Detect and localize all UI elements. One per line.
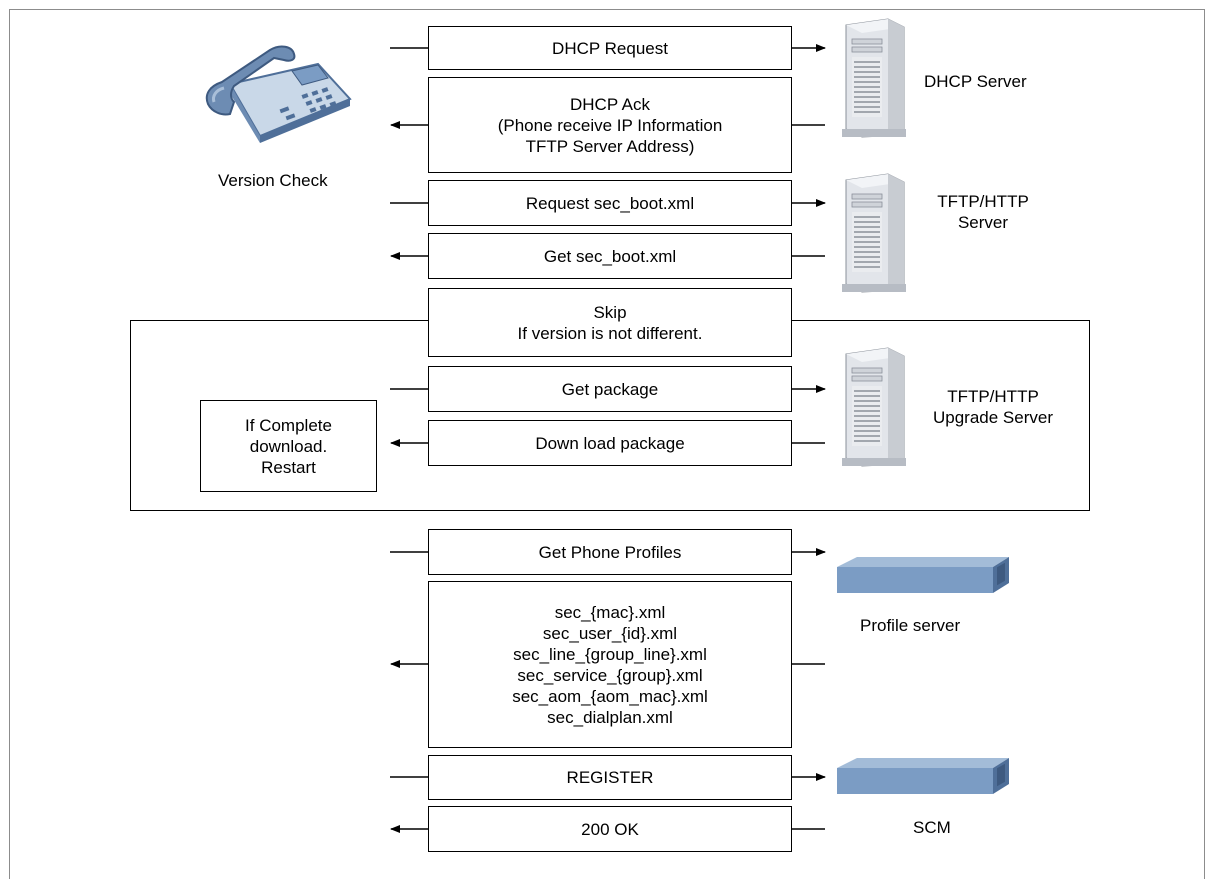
message-line: Skip <box>593 302 627 322</box>
message-line: sec_aom_{aom_mac}.xml <box>512 686 708 706</box>
upgrade-server-label-line: Upgrade Server <box>932 408 1053 427</box>
message-line: sec_line_{group_line}.xml <box>513 644 707 664</box>
message-get-phone-profiles: Get Phone Profiles <box>428 529 792 575</box>
profile-server-label: Profile server <box>860 616 961 635</box>
message-line: Get Phone Profiles <box>538 542 682 562</box>
message-line: Down load package <box>535 433 685 453</box>
message-register: REGISTER <box>428 755 792 800</box>
tower-server-icon <box>842 173 906 293</box>
tower-server-icon <box>842 347 906 467</box>
message-line: REGISTER <box>566 768 654 787</box>
message-line: TFTP Server Address) <box>525 136 695 156</box>
message-line: If version is not different. <box>517 323 703 343</box>
message-get-package: Get package <box>428 366 792 412</box>
desk-phone-icon <box>205 45 352 143</box>
message-request-sec-boot: Request sec_boot.xml <box>428 180 792 226</box>
message-line: sec_user_{id}.xml <box>542 623 678 643</box>
upgrade-server-label: TFTP/HTTP Upgrade Server <box>918 386 1068 428</box>
message-line: DHCP Request <box>552 38 668 58</box>
tftp-server-label-line: Server <box>957 213 1009 232</box>
diagram-frame <box>9 9 1205 879</box>
tower-server-icon <box>842 18 906 138</box>
note-line: Restart <box>261 457 316 477</box>
note-line: download. <box>249 436 328 456</box>
message-line: sec_service_{group}.xml <box>517 665 703 685</box>
message-line: sec_dialplan.xml <box>547 707 673 727</box>
message-line: sec_{mac}.xml <box>554 602 666 622</box>
message-line: DHCP Ack <box>570 94 650 114</box>
scm-label: SCM <box>913 818 951 837</box>
dhcp-server-label: DHCP Server <box>924 72 1027 91</box>
rack-server-icon <box>837 758 1009 794</box>
message-dhcp-ack: DHCP Ack (Phone receive IP Information T… <box>428 77 792 173</box>
message-get-sec-boot: Get sec_boot.xml <box>428 233 792 279</box>
restart-note: If Complete download. Restart <box>200 400 377 492</box>
upgrade-server-label-line: TFTP/HTTP <box>947 387 1039 406</box>
tftp-server-label-line: TFTP/HTTP <box>937 192 1029 211</box>
message-dhcp-request: DHCP Request <box>428 26 792 70</box>
message-download-package: Down load package <box>428 420 792 466</box>
tftp-server-label: TFTP/HTTP Server <box>928 191 1038 233</box>
message-200-ok: 200 OK <box>428 806 792 852</box>
message-line: (Phone receive IP Information <box>497 115 723 135</box>
message-profile-files: sec_{mac}.xml sec_user_{id}.xml sec_line… <box>428 581 792 748</box>
rack-server-icon <box>837 557 1009 593</box>
phone-label: Version Check <box>218 171 328 190</box>
message-line: Get package <box>561 379 659 399</box>
message-line: Get sec_boot.xml <box>543 246 677 266</box>
message-line: 200 OK <box>581 819 639 839</box>
message-line: Request sec_boot.xml <box>525 193 695 213</box>
note-line: If Complete <box>245 415 332 435</box>
message-skip: Skip If version is not different. <box>428 288 792 357</box>
